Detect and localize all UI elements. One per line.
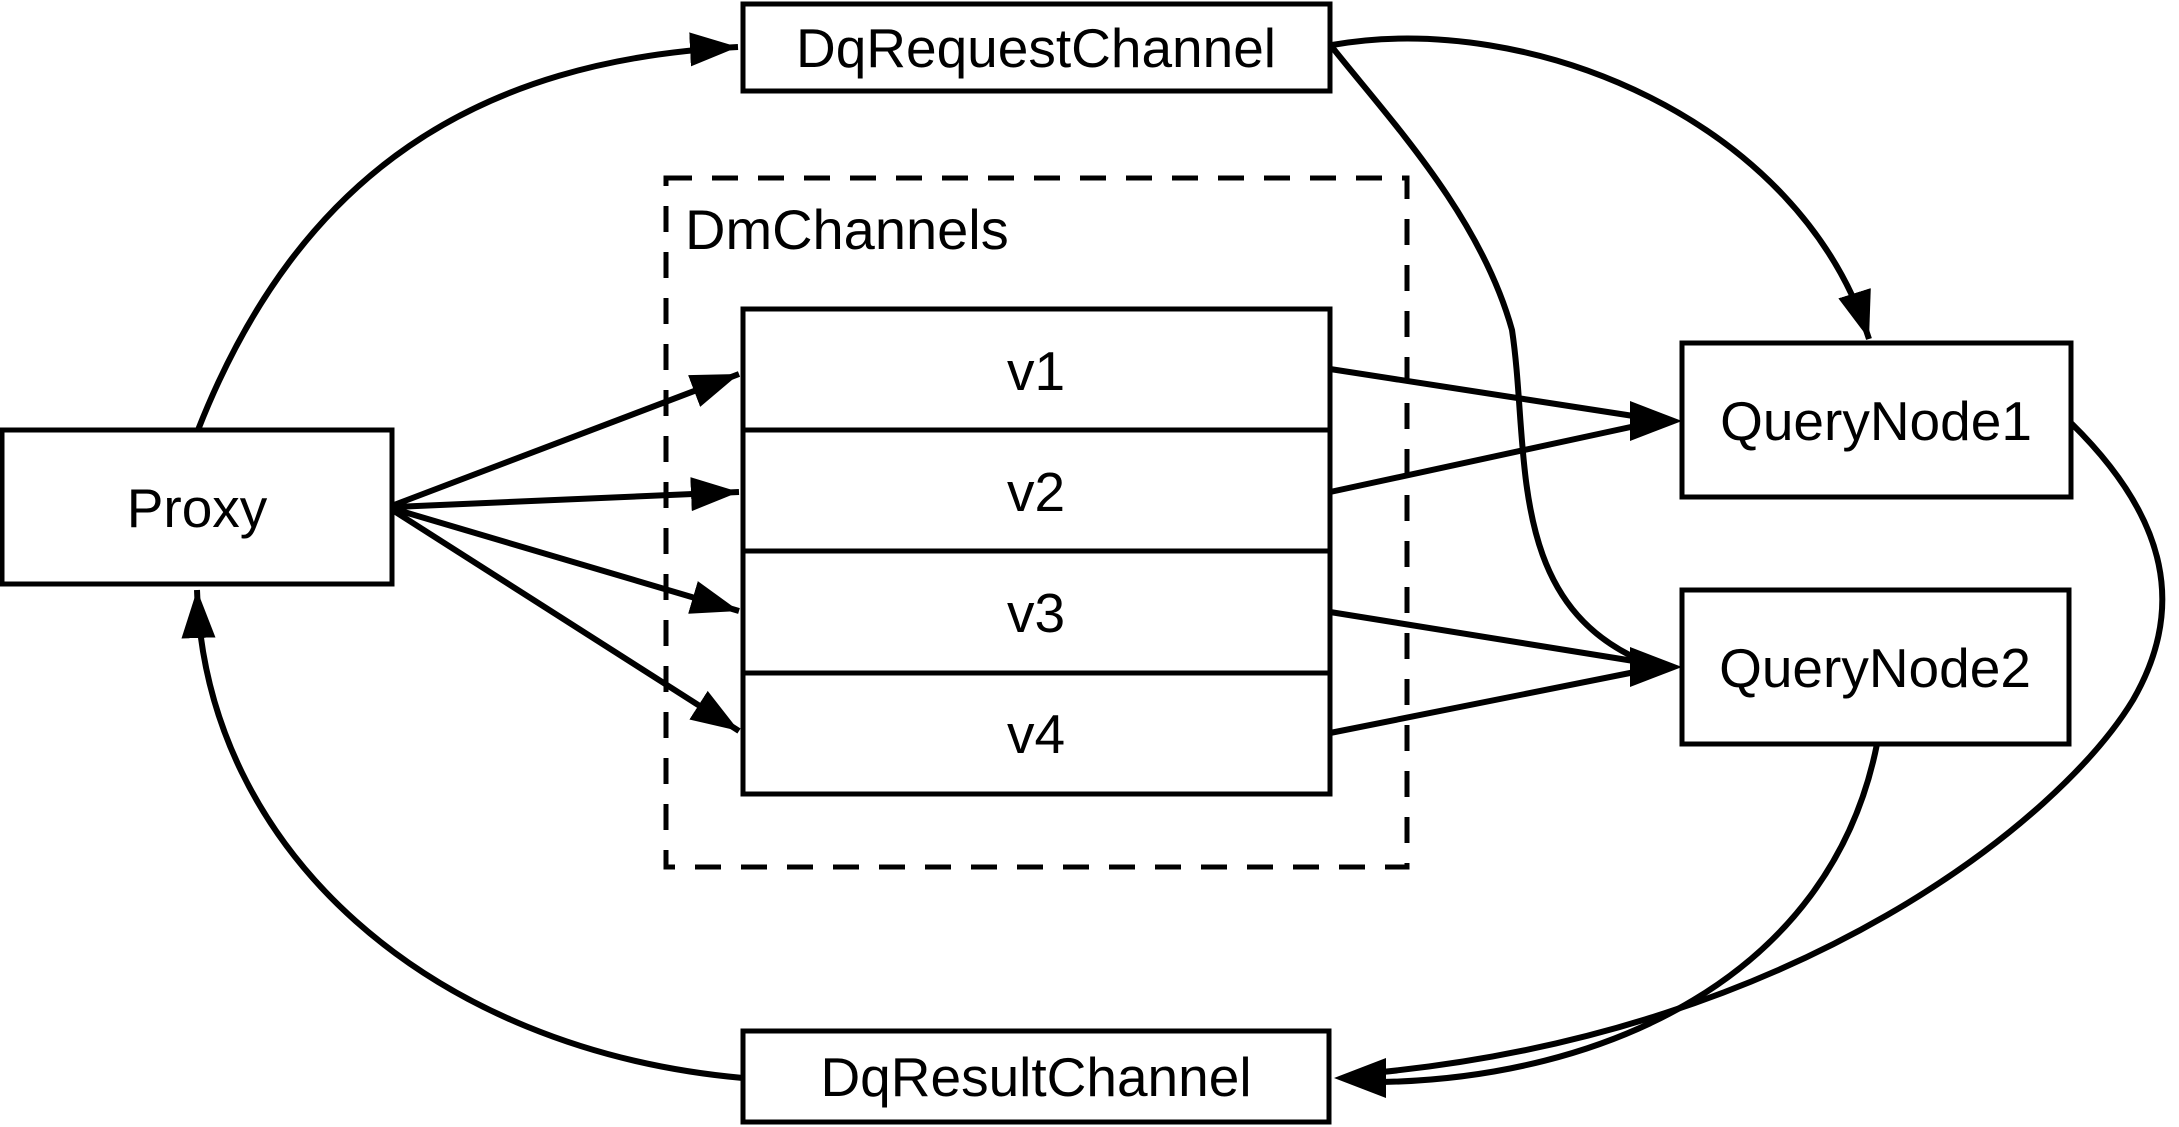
query-node1-label: QueryNode1 — [1720, 390, 2032, 452]
edge-proxy-to-dqrequestchannel — [195, 32, 739, 432]
edge-dqresultchannel-to-proxy — [181, 589, 744, 1081]
dq-request-channel-box — [740, 1, 1333, 94]
edge-v1-to-querynode1 — [1329, 366, 1641, 420]
query-node1-box — [1679, 340, 2074, 500]
dq-result-channel-label: DqResultChannel — [820, 1046, 1251, 1108]
edge-v3-to-querynode2 — [1329, 609, 1641, 665]
query-node2-node: QueryNode2 — [1679, 587, 2072, 747]
dm-channels-group-label: DmChannels — [685, 198, 1009, 261]
edge-proxy-to-v2 — [393, 477, 740, 512]
edge-dqrequestchannel-to-querynode1 — [1331, 35, 1872, 340]
querynode1-left-arrowhead-icon — [1630, 401, 1682, 441]
edge-querynode2-to-dqresultchannel — [1381, 743, 1880, 1085]
dm-channels-group — [663, 175, 1410, 870]
channel-row-v2-label: v2 — [1007, 461, 1065, 523]
channel-row-v3-label: v3 — [1007, 582, 1065, 644]
dq-request-channel-node: DqRequestChannel — [740, 1, 1333, 94]
proxy-box — [0, 427, 395, 587]
channel-row-v1-label: v1 — [1007, 340, 1065, 402]
edge-dqrequestchannel-to-querynode2 — [1329, 45, 1642, 663]
edge-proxy-to-v4 — [392, 508, 741, 734]
query-node2-label: QueryNode2 — [1719, 637, 2031, 699]
edge-proxy-to-v3 — [393, 506, 740, 614]
query-node2-box — [1679, 587, 2072, 747]
edge-v4-to-querynode2 — [1329, 668, 1641, 736]
proxy-node: Proxy — [0, 427, 395, 587]
edge-proxy-to-v1 — [392, 371, 741, 508]
channel-row-v4-label: v4 — [1007, 703, 1065, 765]
proxy-label: Proxy — [127, 477, 268, 539]
dqresultchannel-right-arrowhead-icon — [1334, 1058, 1386, 1098]
query-node1-node: QueryNode1 — [1679, 340, 2074, 500]
dq-request-channel-label: DqRequestChannel — [796, 17, 1276, 79]
edge-v2-to-querynode1 — [1329, 422, 1641, 495]
dq-result-channel-node: DqResultChannel — [740, 1028, 1332, 1125]
edge-querynode1-to-dqresultchannel — [1381, 420, 2166, 1075]
dq-result-channel-box — [740, 1028, 1332, 1125]
querynode2-left-arrowhead-icon — [1630, 647, 1682, 687]
